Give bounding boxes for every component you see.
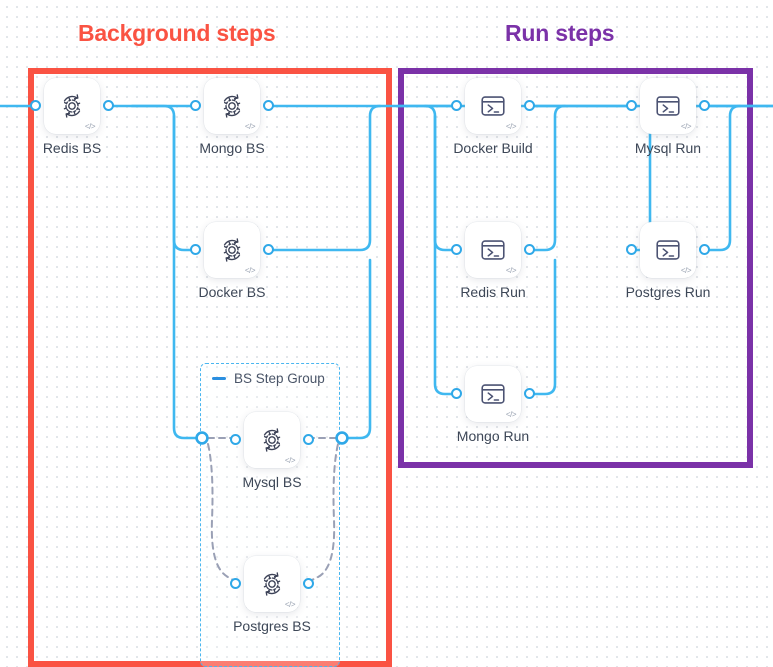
edge-rail-to-mongo-run xyxy=(433,114,459,396)
edge-group-in-to-postgres-bs xyxy=(207,443,237,583)
node-output-port-docker-bs[interactable] xyxy=(263,244,274,255)
node-output-port-docker-build[interactable] xyxy=(524,100,535,111)
edge-redis-run-to-mid-rail xyxy=(527,104,567,252)
node-input-port-redis-run[interactable] xyxy=(451,244,462,255)
node-label-mysql-run: Mysql Run xyxy=(634,140,702,156)
node-card-mysql-run[interactable]: </> xyxy=(640,78,696,134)
node-output-port-redis-bs[interactable] xyxy=(103,100,114,111)
service-gear-icon xyxy=(223,94,241,118)
code-glyph-icon[interactable]: </> xyxy=(505,266,517,275)
node-label-mysql-bs: Mysql BS xyxy=(242,474,302,490)
node-mongo-run[interactable]: </> Mongo Run xyxy=(451,366,535,444)
node-output-port-redis-run[interactable] xyxy=(524,244,535,255)
node-input-port-mongo-bs[interactable] xyxy=(190,100,201,111)
node-docker-bs[interactable]: </> Docker BS xyxy=(190,222,274,300)
node-card-postgres-bs[interactable]: </> xyxy=(244,556,300,612)
node-card-mongo-run[interactable]: </> xyxy=(465,366,521,422)
edge-bs-step-group-to-right-rail xyxy=(342,258,372,440)
service-gear-icon xyxy=(63,94,81,118)
node-mysql-bs[interactable]: </> Mysql BS xyxy=(230,412,314,490)
edge-postgres-run-to-exit-rail xyxy=(702,104,742,252)
edge-redis-bs-to-bs-step-group xyxy=(172,114,198,440)
node-label-mongo-run: Mongo Run xyxy=(456,428,530,444)
node-redis-run[interactable]: </> Redis Run xyxy=(451,222,535,300)
service-gear-icon xyxy=(263,572,281,596)
terminal-prompt-icon xyxy=(481,96,505,116)
node-card-mysql-bs[interactable]: </> xyxy=(244,412,300,468)
edge-redis-bs-to-docker-bs xyxy=(130,104,198,252)
node-label-docker-bs: Docker BS xyxy=(198,284,266,300)
node-mysql-run[interactable]: </> Mysql Run xyxy=(626,78,710,156)
run-steps-title: Run steps xyxy=(505,20,615,46)
group-ports xyxy=(195,431,349,445)
node-output-port-mongo-run[interactable] xyxy=(524,388,535,399)
node-input-port-mysql-run[interactable] xyxy=(626,100,637,111)
edge-postgres-bs-to-group-out xyxy=(307,443,339,583)
node-output-port-postgres-run[interactable] xyxy=(699,244,710,255)
code-glyph-icon[interactable]: </> xyxy=(284,456,296,465)
service-gear-icon xyxy=(223,238,241,262)
code-glyph-icon[interactable]: </> xyxy=(505,122,517,131)
service-gear-icon xyxy=(263,428,281,452)
background-steps-title: Background steps xyxy=(78,20,276,46)
code-glyph-icon[interactable]: </> xyxy=(84,122,96,131)
node-card-redis-bs[interactable]: </> xyxy=(44,78,100,134)
node-card-docker-bs[interactable]: </> xyxy=(204,222,260,278)
bs-step-group-output-port[interactable] xyxy=(335,431,349,445)
node-label-redis-bs: Redis BS xyxy=(42,140,102,156)
node-card-docker-build[interactable]: </> xyxy=(465,78,521,134)
node-input-port-postgres-bs[interactable] xyxy=(230,578,241,589)
edge-mongo-run-to-mid-rail xyxy=(527,258,557,396)
node-input-port-mongo-run[interactable] xyxy=(451,388,462,399)
node-docker-build[interactable]: </> Docker Build xyxy=(451,78,535,156)
node-label-postgres-bs: Postgres BS xyxy=(233,618,311,634)
background-steps-group-box xyxy=(28,68,392,667)
node-label-docker-build: Docker Build xyxy=(453,140,533,156)
bs-step-group-input-port[interactable] xyxy=(195,431,209,445)
node-label-redis-run: Redis Run xyxy=(460,284,526,300)
node-input-port-mysql-bs[interactable] xyxy=(230,434,241,445)
node-input-port-docker-bs[interactable] xyxy=(190,244,201,255)
node-input-port-postgres-run[interactable] xyxy=(626,244,637,255)
node-postgres-bs[interactable]: </> Postgres BS xyxy=(230,556,314,634)
edge-docker-bs-to-right-rail xyxy=(266,104,382,252)
terminal-prompt-icon xyxy=(656,240,680,260)
node-card-postgres-run[interactable]: </> xyxy=(640,222,696,278)
run-steps-group-box xyxy=(398,68,753,468)
node-mongo-bs[interactable]: </> Mongo BS xyxy=(190,78,274,156)
bs-step-group-label: BS Step Group xyxy=(234,371,325,386)
edge-rail-to-redis-run xyxy=(423,104,459,252)
node-output-port-mongo-bs[interactable] xyxy=(263,100,274,111)
node-redis-bs[interactable]: </> Redis BS xyxy=(30,78,114,156)
node-output-port-postgres-bs[interactable] xyxy=(303,578,314,589)
bs-step-group-header[interactable]: BS Step Group xyxy=(212,371,325,386)
code-glyph-icon[interactable]: </> xyxy=(284,600,296,609)
node-postgres-run[interactable]: </> Postgres Run xyxy=(626,222,710,300)
node-card-redis-run[interactable]: </> xyxy=(465,222,521,278)
code-glyph-icon[interactable]: </> xyxy=(244,122,256,131)
node-input-port-redis-bs[interactable] xyxy=(30,100,41,111)
terminal-prompt-icon xyxy=(656,96,680,116)
terminal-prompt-icon xyxy=(481,240,505,260)
minus-dash-icon[interactable] xyxy=(212,377,226,380)
node-input-port-docker-build[interactable] xyxy=(451,100,462,111)
node-label-mongo-bs: Mongo BS xyxy=(199,140,265,156)
node-label-postgres-run: Postgres Run xyxy=(625,284,711,300)
code-glyph-icon[interactable]: </> xyxy=(680,122,692,131)
node-output-port-mysql-run[interactable] xyxy=(699,100,710,111)
node-card-mongo-bs[interactable]: </> xyxy=(204,78,260,134)
code-glyph-icon[interactable]: </> xyxy=(680,266,692,275)
terminal-prompt-icon xyxy=(481,384,505,404)
node-output-port-mysql-bs[interactable] xyxy=(303,434,314,445)
code-glyph-icon[interactable]: </> xyxy=(244,266,256,275)
code-glyph-icon[interactable]: </> xyxy=(505,410,517,419)
